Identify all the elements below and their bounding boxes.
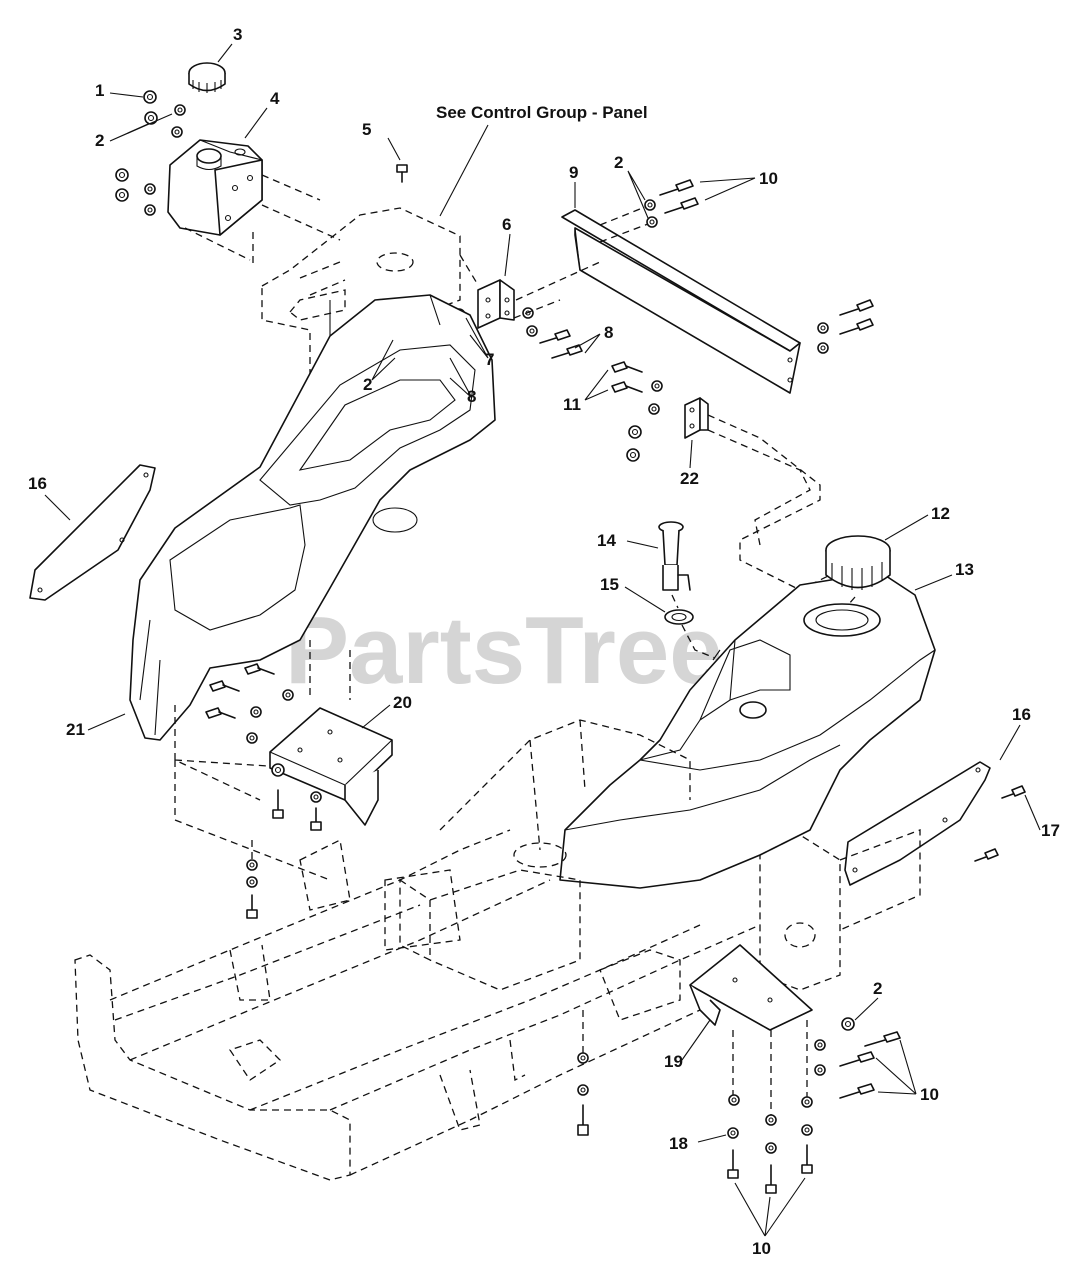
callout-10a: 10 [759, 169, 778, 188]
part-12-fuel-cap [825, 535, 891, 590]
part-10-bolts-upper [644, 179, 699, 228]
callout-9: 9 [569, 163, 578, 182]
callout-15: 15 [600, 575, 619, 594]
callout-3: 3 [233, 25, 242, 44]
part-13-fuel-tank [559, 571, 936, 889]
callout-2a: 2 [95, 131, 104, 150]
callout-8a: 8 [604, 323, 613, 342]
part-16-panel-left [29, 464, 156, 601]
control-panel-phantom [261, 207, 461, 397]
part-20-bracket [269, 707, 393, 826]
callout-18: 18 [669, 1134, 688, 1153]
callout-1: 1 [95, 81, 104, 100]
part-10-bolts-right [817, 299, 874, 354]
callout-10c: 10 [752, 1239, 771, 1258]
part-5-screw [396, 164, 408, 183]
part-11-bolts [611, 361, 663, 462]
leader-lines [44, 43, 1041, 1237]
callout-21: 21 [66, 720, 85, 739]
callout-22: 22 [680, 469, 699, 488]
callout-14: 14 [597, 531, 616, 550]
callout-17: 17 [1041, 821, 1060, 840]
callout-12: 12 [931, 504, 950, 523]
callout-labels: 3 1 4 2 5 2 10 9 6 8 7 2 8 11 22 16 12 1… [28, 25, 1060, 1258]
part-10-bolts-lower [246, 859, 901, 1194]
control-group-panel-note: See Control Group - Panel [436, 103, 648, 122]
callout-16b: 16 [1012, 705, 1031, 724]
watermark: PartsTree [285, 597, 723, 704]
callout-7: 7 [485, 350, 494, 369]
heading-leader [439, 124, 489, 217]
callout-2d: 2 [873, 979, 882, 998]
part-21-console-shroud [129, 294, 496, 741]
part-15-grommet [664, 609, 694, 625]
part-3-cap [188, 62, 226, 93]
part-14-fuel-gauge [658, 521, 691, 591]
callout-2c: 2 [363, 375, 372, 394]
part-16-panel-right [844, 761, 991, 886]
part-22-bracket [684, 397, 709, 439]
callout-19: 19 [664, 1052, 683, 1071]
hardware-1-2-nuts-washers [115, 90, 186, 216]
callout-11: 11 [563, 395, 581, 414]
callout-4: 4 [270, 89, 280, 108]
callout-2b: 2 [614, 153, 623, 172]
callout-6: 6 [502, 215, 511, 234]
part-9-bracket [561, 209, 801, 394]
callout-20: 20 [393, 693, 412, 712]
part-17-screw [974, 785, 1026, 862]
callout-5: 5 [362, 120, 371, 139]
part-20-hardware [205, 663, 322, 831]
part-19-bracket [689, 944, 813, 1031]
part-6-bracket [477, 279, 515, 329]
callout-10b: 10 [920, 1085, 939, 1104]
callout-16a: 16 [28, 474, 47, 493]
part-4-reservoir [167, 139, 263, 236]
callout-13: 13 [955, 560, 974, 579]
